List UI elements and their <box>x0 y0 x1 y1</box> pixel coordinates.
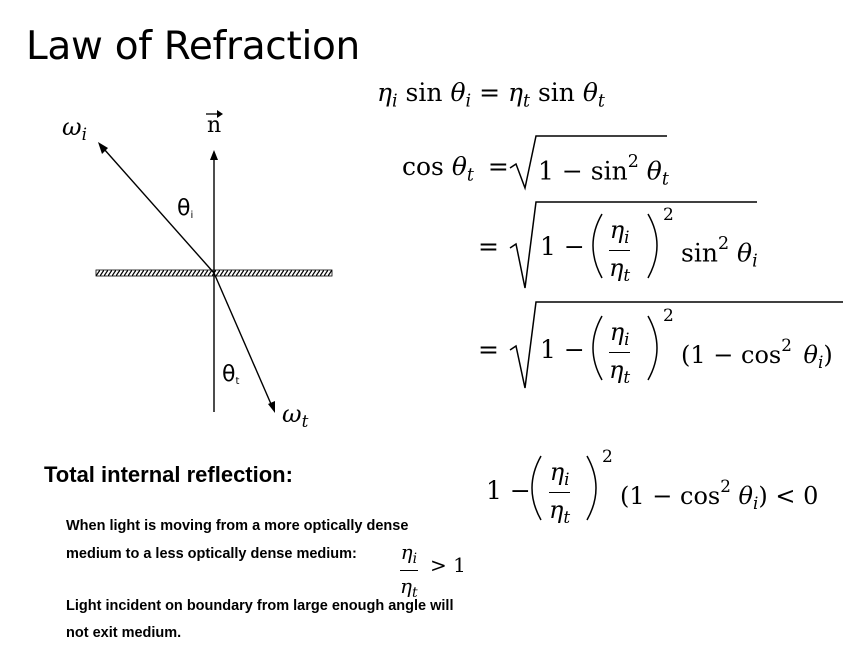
refracted-ray <box>213 272 272 405</box>
theta-t-label: θt <box>222 362 240 387</box>
line3-one-minus: 1 − <box>540 335 585 364</box>
incident-ray <box>103 148 215 274</box>
tir-text-line4: not exit medium. <box>66 625 182 641</box>
normal-arrowhead <box>210 150 218 160</box>
tir-eta-fraction: ηi ηt <box>549 458 571 527</box>
normal-label: n <box>207 113 222 138</box>
paren-left-2 <box>592 213 603 279</box>
line3-eta-fraction: ηi ηt <box>609 318 631 387</box>
line2-one-minus: 1 − <box>540 232 585 261</box>
tir-one-minus: 1 − <box>486 476 531 505</box>
line2-square: 2 <box>663 205 674 225</box>
line3-cos-term: (1 − cos2 θi) <box>681 335 833 372</box>
tir-text-line3: Light incident on boundary from large en… <box>66 598 454 614</box>
paren-right-2 <box>647 213 658 279</box>
paren-left-tir <box>531 455 542 521</box>
omega-i-label: ωi <box>62 113 87 145</box>
line3-equals: = <box>478 335 499 364</box>
refracted-arrowhead <box>268 401 275 413</box>
theta-i-label: θi <box>177 196 194 221</box>
snell-law-equation: ηi sin θi = ηt sin θt <box>377 78 605 112</box>
radical-3 <box>509 301 843 389</box>
ratio-eta-fraction: ηi ηt <box>400 540 418 602</box>
tir-text-line2: medium to a less optically dense medium: <box>66 546 357 562</box>
tir-text-line1: When light is moving from a more optical… <box>66 518 409 534</box>
line2-sin-theta: sin2 θi <box>681 234 758 272</box>
tir-heading: Total internal reflection: <box>44 462 293 487</box>
radical-1-content: 1 − sin2 θt <box>538 152 669 190</box>
radical-1 <box>509 135 667 191</box>
tir-square: 2 <box>602 447 613 467</box>
line2-eta-fraction: ηi ηt <box>609 216 631 285</box>
slide-title: Law of Refraction <box>26 24 360 69</box>
line3-square: 2 <box>663 306 674 326</box>
paren-right-tir <box>586 455 597 521</box>
cos-theta-t-equation: cos θt = <box>402 152 509 186</box>
line2-equals: = <box>478 232 499 261</box>
omega-t-label: ωt <box>282 400 309 432</box>
ratio-greater-than: > 1 <box>430 553 466 577</box>
tir-cos-term: (1 − cos2 θi) < 0 <box>620 476 819 513</box>
incident-arrowhead <box>98 142 108 154</box>
normal-vec-arrow <box>217 110 223 118</box>
radical-2 <box>509 201 757 289</box>
paren-right-3 <box>647 315 658 381</box>
paren-left-3 <box>592 315 603 381</box>
